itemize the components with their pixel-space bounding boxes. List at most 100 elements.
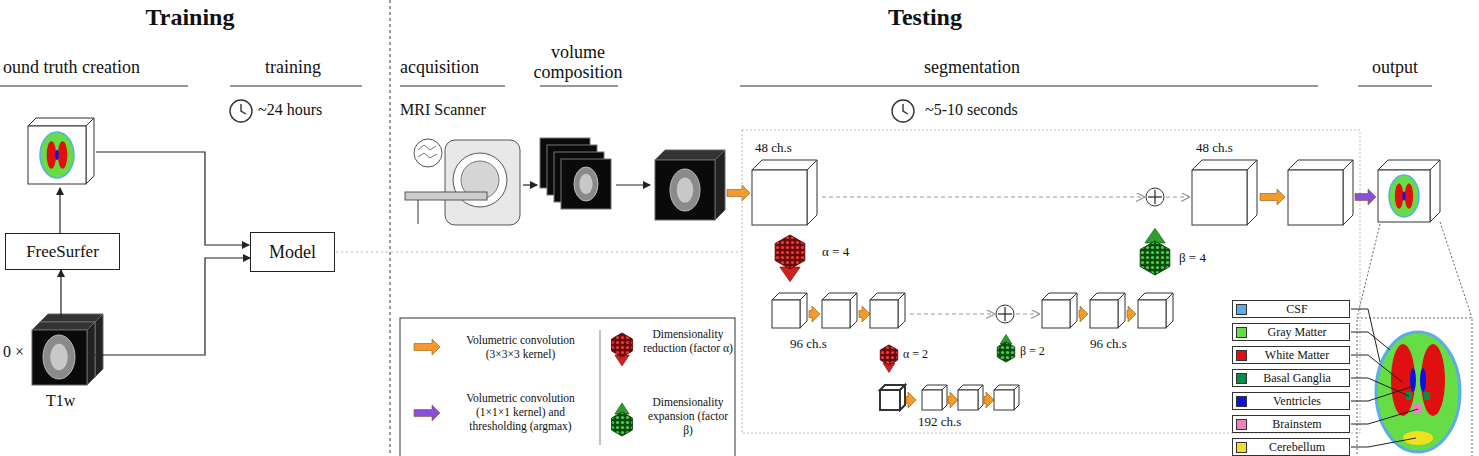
clock-hands bbox=[241, 104, 246, 114]
brain-ventricle bbox=[1410, 368, 1416, 392]
expansion-hexagon bbox=[997, 342, 1014, 362]
feature-cube-side bbox=[1343, 160, 1353, 225]
legend-item: White Matter bbox=[1232, 346, 1350, 364]
feature-cube-side bbox=[1118, 293, 1125, 328]
skip-connection bbox=[1016, 313, 1039, 314]
t1-stack-cube-side bbox=[95, 314, 103, 377]
text-label: segmentation bbox=[924, 57, 1020, 78]
feature-cube-side bbox=[942, 385, 947, 410]
legend-swatch bbox=[1236, 304, 1247, 315]
legend-box bbox=[400, 318, 735, 456]
text-label: β = 2 bbox=[1020, 344, 1045, 359]
legend-text: Ventricles bbox=[1233, 393, 1349, 409]
text-label: 192 ch.s bbox=[918, 414, 961, 430]
volume-cube-front bbox=[655, 160, 715, 220]
clock-icon bbox=[892, 100, 914, 122]
skip-connection bbox=[1166, 196, 1189, 197]
process-box: FreeSurfer bbox=[5, 233, 120, 270]
output-cube-top bbox=[1378, 160, 1440, 170]
text-label: β = 4 bbox=[1179, 250, 1206, 266]
legend-sample-final-conv bbox=[414, 405, 440, 421]
mri-brain bbox=[574, 167, 598, 201]
leader-line bbox=[1351, 409, 1418, 424]
sum-symbol bbox=[1146, 188, 1164, 206]
seg-brain-wm bbox=[47, 141, 57, 169]
ground-truth-cube-front bbox=[28, 126, 86, 184]
legend-swatch bbox=[1236, 373, 1247, 384]
legend-item: CSF bbox=[1232, 300, 1350, 318]
clock-hands bbox=[903, 104, 908, 114]
feature-cube-front bbox=[1042, 300, 1070, 328]
mri-slice bbox=[561, 159, 611, 209]
box-label: FreeSurfer bbox=[26, 242, 99, 262]
text-label: output bbox=[1372, 57, 1418, 78]
text-label: training bbox=[265, 57, 321, 78]
conv-arrow bbox=[809, 306, 820, 322]
input-volume: 0 × T1w bbox=[0, 318, 100, 413]
legend-text: Dimensionality expansion (factor β) bbox=[643, 395, 733, 437]
feature-cube-front bbox=[958, 390, 978, 410]
feature-cube-front bbox=[922, 390, 942, 410]
scanner-body bbox=[445, 140, 520, 225]
legend-sample-conv bbox=[414, 339, 440, 355]
conv-arrow bbox=[727, 185, 750, 201]
feature-cube-side bbox=[1166, 293, 1173, 328]
feature-cube-side bbox=[1247, 160, 1257, 225]
feature-cube-front bbox=[870, 300, 898, 328]
legend-separator bbox=[599, 330, 600, 445]
mri-brain bbox=[43, 335, 75, 379]
feature-cube-front bbox=[880, 390, 900, 410]
heading-underline bbox=[740, 85, 1318, 86]
sum-symbol bbox=[996, 305, 1014, 323]
count-label: 0 × bbox=[3, 343, 24, 361]
leader-line bbox=[1351, 386, 1414, 401]
modality-label: T1w bbox=[46, 392, 75, 410]
feature-cube-front bbox=[752, 170, 807, 225]
brain-wm bbox=[1391, 344, 1415, 416]
text-label: acquisition bbox=[400, 57, 479, 78]
legend-item: Cerebellum bbox=[1232, 438, 1350, 456]
leader-line bbox=[1351, 438, 1416, 447]
feature-cube-front bbox=[1288, 170, 1343, 225]
skip-connection bbox=[822, 196, 1144, 197]
final-conv-arrow bbox=[1355, 189, 1376, 205]
feature-cube-front bbox=[822, 300, 850, 328]
legend-swatch bbox=[1236, 442, 1247, 453]
expansion-hexagon bbox=[1140, 241, 1170, 275]
t1-stack-cube-top bbox=[40, 314, 103, 322]
heading-underline bbox=[1358, 85, 1432, 86]
output-cube-side bbox=[1430, 160, 1440, 222]
conv-arrow bbox=[984, 392, 994, 408]
time-note: ~24 hours bbox=[258, 101, 322, 119]
conv-arrow bbox=[906, 392, 916, 408]
legend-item: Brainstem bbox=[1232, 415, 1350, 433]
feature-cube-side bbox=[807, 160, 817, 225]
process-box: Model bbox=[250, 232, 335, 272]
heading-underline bbox=[540, 85, 618, 86]
output-cube-front bbox=[1378, 170, 1430, 222]
legend-swatch bbox=[1236, 327, 1247, 338]
feature-cube-side bbox=[978, 385, 983, 410]
conv-arrow bbox=[1260, 189, 1285, 205]
feature-cube-side bbox=[1014, 385, 1019, 410]
connector bbox=[60, 270, 61, 318]
brain-gm bbox=[1376, 332, 1460, 452]
feature-cube-side bbox=[850, 293, 857, 328]
legend-text: Dimensionality reduction (factor α) bbox=[643, 327, 733, 355]
legend-sample-expansion bbox=[612, 412, 633, 436]
skip-connection bbox=[910, 313, 994, 314]
feature-cube-side bbox=[800, 293, 807, 328]
gt-arrow bbox=[59, 188, 60, 233]
brain-cerebellum bbox=[1403, 431, 1433, 445]
text-label: MRI Scanner bbox=[400, 101, 486, 119]
reduction-hexagon bbox=[775, 235, 805, 269]
feature-cube-front bbox=[1090, 300, 1118, 328]
legend-text: Basal Ganglia bbox=[1233, 370, 1349, 386]
sum-cross bbox=[1148, 196, 1162, 197]
brain-fold bbox=[418, 153, 437, 158]
heading-underline bbox=[0, 85, 188, 86]
sum-cross bbox=[998, 313, 1012, 314]
